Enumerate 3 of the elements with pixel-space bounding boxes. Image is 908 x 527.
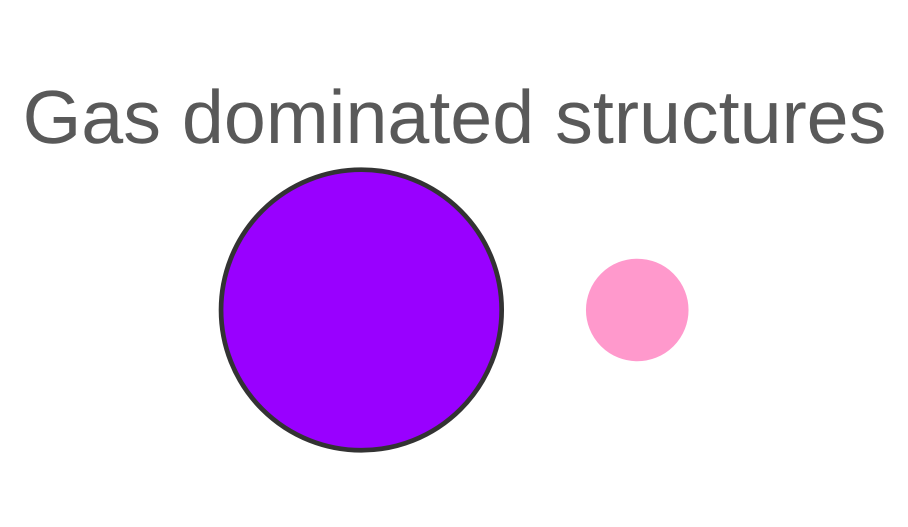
diagram-title: Gas dominated structures — [22, 74, 886, 158]
node-circle — [585, 258, 688, 361]
node-circle — [218, 166, 504, 452]
